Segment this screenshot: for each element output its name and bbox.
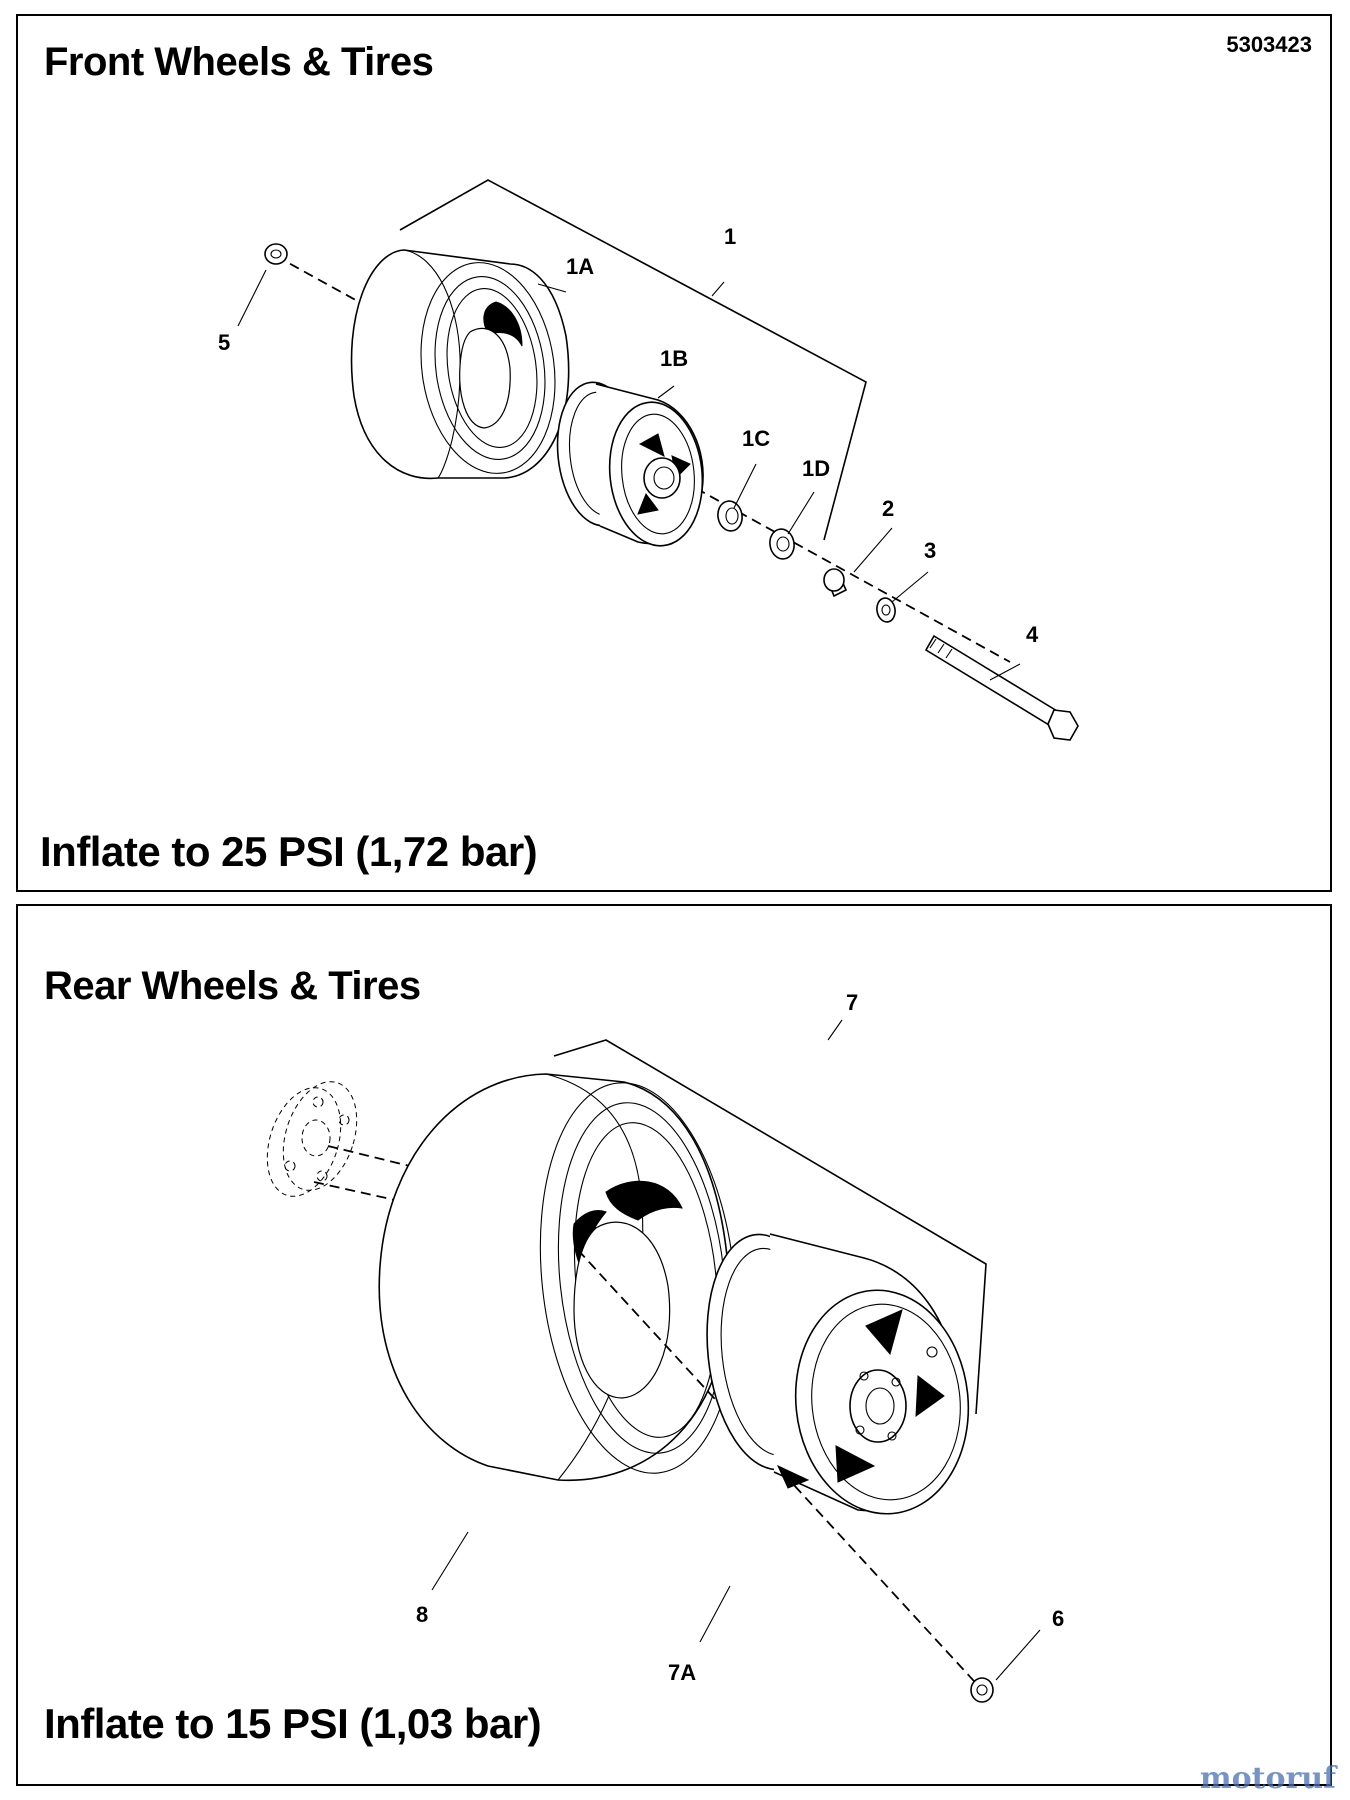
rear-title: Rear Wheels & Tires (44, 964, 421, 1008)
hub-stud-line-a (327, 1145, 419, 1169)
leader-lines-front (237, 269, 1021, 681)
callout-8: 8 (416, 1602, 428, 1627)
front-wheel-exploded-diagram: 1 1A 1B 1C 1D 2 3 4 5 (218, 179, 1079, 741)
callout-3: 3 (924, 538, 936, 563)
rear-rim-7A (706, 1233, 970, 1515)
callout-6: 6 (1052, 1606, 1064, 1631)
axle-bolt-4 (924, 634, 1079, 741)
rear-wheel-exploded-diagram: 7 8 7A 6 (266, 990, 1064, 1703)
front-tire-1A (350, 249, 570, 480)
bearing-1C (717, 500, 743, 532)
front-wheels-panel: Front Wheels & Tires 5303423 (16, 14, 1332, 892)
callout-1: 1 (724, 224, 736, 249)
document-number: 5303423 (1226, 32, 1312, 57)
callout-1A: 1A (566, 254, 594, 279)
rear-inflate-note: Inflate to 15 PSI (1,03 bar) (44, 1700, 542, 1747)
watermark-logo: motoruf (1199, 1761, 1336, 1796)
callout-1C: 1C (742, 426, 770, 451)
callout-1B: 1B (660, 346, 688, 371)
rear-wheels-panel: Rear Wheels & Tires (16, 904, 1332, 1786)
hex-nut-5 (264, 243, 288, 265)
callout-7A: 7A (668, 1660, 696, 1685)
spacer-2 (823, 568, 848, 598)
bracket-item-1 (399, 179, 867, 541)
front-rim-1B (556, 381, 704, 547)
front-title: Front Wheels & Tires (44, 40, 434, 84)
callout-4: 4 (1026, 622, 1039, 647)
bearing-1D (769, 528, 795, 560)
rear-assembly-axis-line (577, 1249, 985, 1693)
callout-2: 2 (882, 496, 894, 521)
rear-tire-8 (378, 1073, 737, 1482)
leader-lines-rear (431, 1019, 1041, 1681)
lug-nut-6 (970, 1677, 994, 1703)
callout-1D: 1D (802, 456, 830, 481)
callout-5: 5 (218, 330, 230, 355)
hub-stud-line-b (313, 1181, 405, 1203)
hub-ghost (266, 1081, 358, 1197)
washer-3 (876, 597, 896, 623)
bracket-item-7 (553, 1039, 987, 1415)
front-inflate-note: Inflate to 25 PSI (1,72 bar) (40, 828, 538, 875)
callout-7: 7 (846, 990, 858, 1015)
